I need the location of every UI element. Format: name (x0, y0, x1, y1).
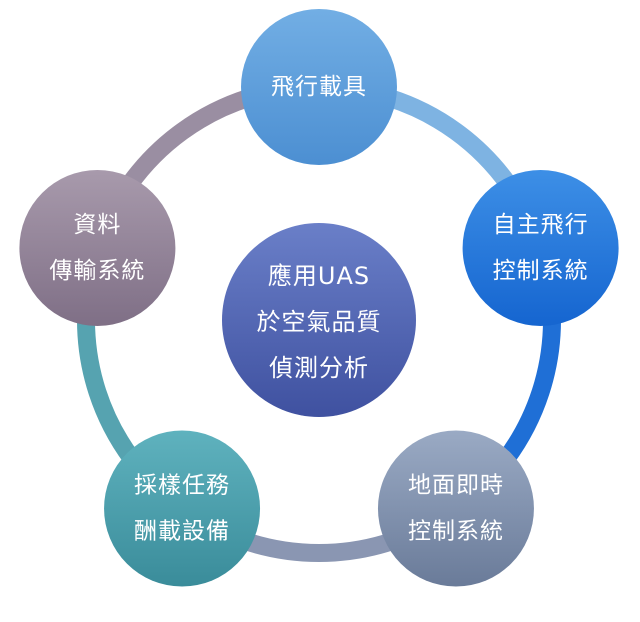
node-aircraft-line-1: 飛行載具 (271, 74, 367, 100)
node-sampling-equipment-circle (104, 430, 261, 587)
node-sampling-equipment-line-1: 採樣任務 (134, 473, 230, 499)
node-data-transmission-line-2: 傳輸系統 (49, 258, 145, 284)
node-sampling-equipment-line-2: 酬載設備 (134, 519, 230, 545)
center-hub-line-1: 應用UAS (268, 262, 370, 290)
center-hub-line-2: 於空氣品質 (257, 308, 382, 336)
node-autonomous-flight-line-1: 自主飛行 (493, 212, 589, 238)
node-autonomous-flight-line-2: 控制系統 (493, 258, 589, 284)
node-aircraft-circle (241, 9, 397, 165)
node-ground-realtime-circle (377, 430, 534, 587)
center-hub-circle (222, 223, 416, 417)
node-data-transmission-line-1: 資料 (73, 212, 121, 238)
node-aircraft: 飛行載具 (241, 9, 397, 165)
center-hub-line-3: 偵測分析 (269, 354, 369, 382)
node-ground-realtime-line-1: 地面即時 (408, 473, 504, 499)
node-autonomous-flight-circle (462, 169, 619, 326)
node-ground-realtime-line-2: 控制系統 (408, 519, 504, 545)
node-data-transmission-circle (19, 169, 176, 326)
